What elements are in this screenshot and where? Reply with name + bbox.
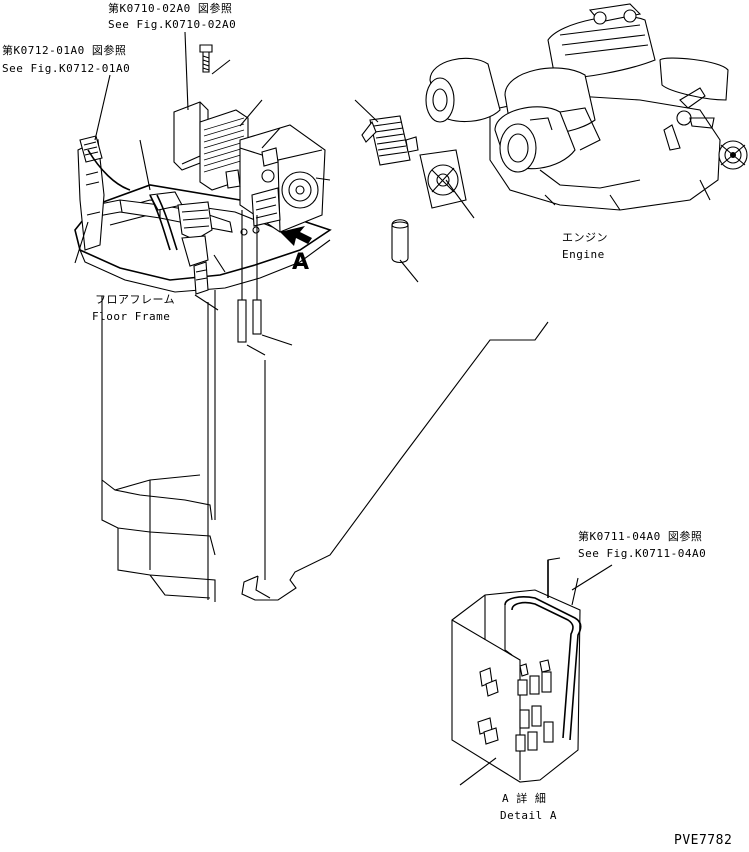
sub-condenser-fan-drawing [419,149,475,219]
ref-k0712-label-en: See Fig.K0712-01A0 [2,62,131,75]
receiver-drier-drawing [391,219,419,283]
drawing-number: PVE7782 [674,833,733,848]
view-marker-label: A [292,250,310,275]
drain-hoses-drawing [237,210,262,343]
detail-a-label-jp: A 詳 細 [502,792,547,805]
ref-k0710-label-en: See Fig.K0710-02A0 [108,18,237,31]
fan-blades [663,87,715,151]
cab-outline-drawing [101,290,266,602]
engine-label-jp: エンジン [562,231,608,244]
floor-frame-label-jp: フロアフレーム [95,293,176,306]
bolt-drawing [199,44,213,73]
compressor-drawing [718,140,748,170]
hose-drawing [149,194,213,295]
rear-duct-drawing [77,135,131,251]
detail-a-drawing [451,557,613,786]
floor-frame-label-en: Floor Frame [92,310,171,323]
detail-a-label-en: Detail A [500,809,557,822]
leader-lines [94,31,331,356]
harness-line-drawing [241,321,549,601]
engine-drawing [425,3,729,211]
engine-label-en: Engine [562,248,605,261]
condenser-drawing [354,99,419,166]
ref-k0710-label-jp: 第K0710-02A0 図参照 [108,2,233,15]
air-conditioner-unit-drawing [173,101,326,233]
leader-rear-duct [74,221,89,264]
ref-k0711-label-en: See Fig.K0711-04A0 [578,547,707,560]
view-arrow-a [280,226,312,246]
ref-k0711-label-jp: 第K0711-04A0 図参照 [578,530,703,543]
connector-relays [515,659,554,752]
ref-k0712-label-jp: 第K0712-01A0 図参照 [2,44,127,57]
